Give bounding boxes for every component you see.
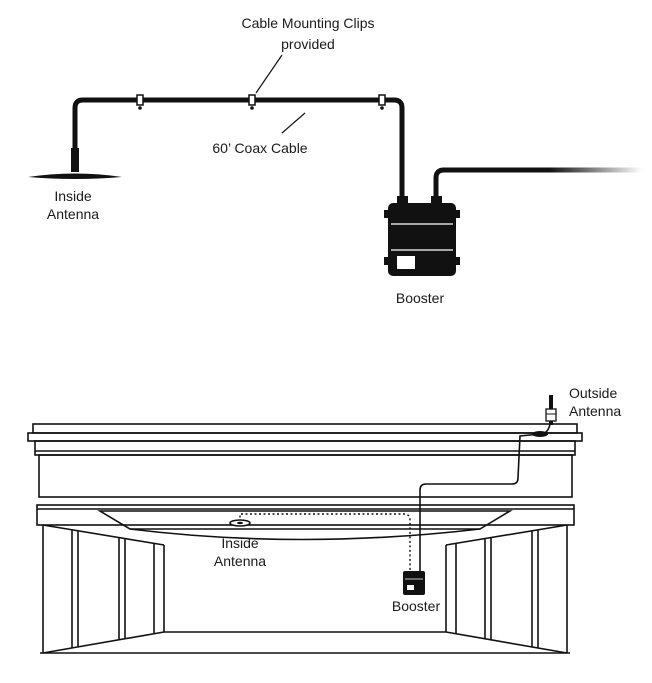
clips-label: Cable Mounting Clips provided <box>218 14 398 53</box>
bottom-inside-antenna-label-line-2: Antenna <box>213 553 267 569</box>
cable-clip <box>136 94 144 110</box>
top-booster-label: Booster <box>395 290 445 306</box>
top-inside-antenna-label-line-1: Inside <box>54 188 92 204</box>
top-inside-antenna-label: Inside Antenna <box>28 187 118 223</box>
coax-cable <box>72 97 405 202</box>
bottom-booster-label: Booster <box>391 598 441 614</box>
cable-clip <box>248 94 256 110</box>
outside-antenna-label-line-1: Outside <box>569 385 618 401</box>
bottom-inside-antenna-label-line-1: Inside <box>221 535 259 551</box>
inside-antenna-icon <box>28 148 122 179</box>
booster-icon <box>384 196 460 276</box>
booster-small-icon <box>403 571 425 595</box>
clips-label-line-2: provided <box>281 36 335 52</box>
outside-cable-run <box>419 423 551 572</box>
cable-clips <box>136 94 386 110</box>
top-inside-antenna-label-line-2: Antenna <box>46 206 100 222</box>
outside-antenna-icon <box>532 395 557 437</box>
outside-antenna-label-line-2: Antenna <box>569 403 622 419</box>
cable-clip <box>378 94 386 110</box>
coax-leader-line <box>281 112 306 134</box>
clips-leader-line <box>255 54 283 94</box>
clips-label-line-1: Cable Mounting Clips <box>241 15 375 31</box>
hidden-cable-run <box>239 513 411 572</box>
building-structure <box>27 423 583 654</box>
outside-cable <box>433 167 642 202</box>
outside-antenna-label: Outside Antenna <box>569 384 649 420</box>
inside-antenna-ceiling-icon <box>229 519 251 527</box>
coax-cable-label: 60’ Coax Cable <box>212 140 308 156</box>
bottom-inside-antenna-label: Inside Antenna <box>200 534 280 570</box>
